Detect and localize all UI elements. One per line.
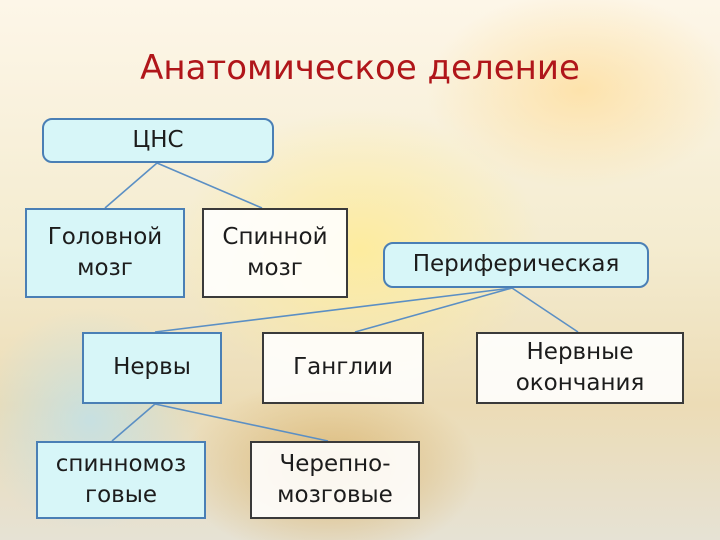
connector-peripheral-endings bbox=[512, 288, 578, 332]
nerves-label: Нервы bbox=[113, 352, 191, 383]
connector-cns-brain bbox=[105, 163, 157, 208]
spinal-nerves-node: спинномоз говые bbox=[36, 441, 206, 519]
cns-node: ЦНС bbox=[42, 118, 274, 163]
nerve-endings-label: Нервные окончания bbox=[516, 337, 645, 399]
ganglia-label: Ганглии bbox=[293, 352, 393, 383]
cranial-nerves-label: Черепно- мозговые bbox=[277, 449, 393, 511]
spinal-cord-node: Спинной мозг bbox=[202, 208, 348, 298]
nerves-node: Нервы bbox=[82, 332, 222, 404]
connector-nerves-cranial bbox=[155, 404, 328, 441]
peripheral-node: Периферическая bbox=[383, 242, 649, 288]
brain-node: Головной мозг bbox=[25, 208, 185, 298]
connector-nerves-spinal bbox=[112, 404, 155, 441]
connector-cns-spinal bbox=[157, 163, 262, 208]
cranial-nerves-node: Черепно- мозговые bbox=[250, 441, 420, 519]
spinal-cord-label: Спинной мозг bbox=[222, 222, 327, 284]
brain-label: Головной мозг bbox=[48, 222, 162, 284]
nerve-endings-node: Нервные окончания bbox=[476, 332, 684, 404]
ganglia-node: Ганглии bbox=[262, 332, 424, 404]
connector-peripheral-ganglia bbox=[355, 288, 512, 332]
spinal-nerves-label: спинномоз говые bbox=[56, 449, 186, 511]
cns-label: ЦНС bbox=[132, 125, 183, 156]
peripheral-label: Периферическая bbox=[413, 249, 620, 280]
